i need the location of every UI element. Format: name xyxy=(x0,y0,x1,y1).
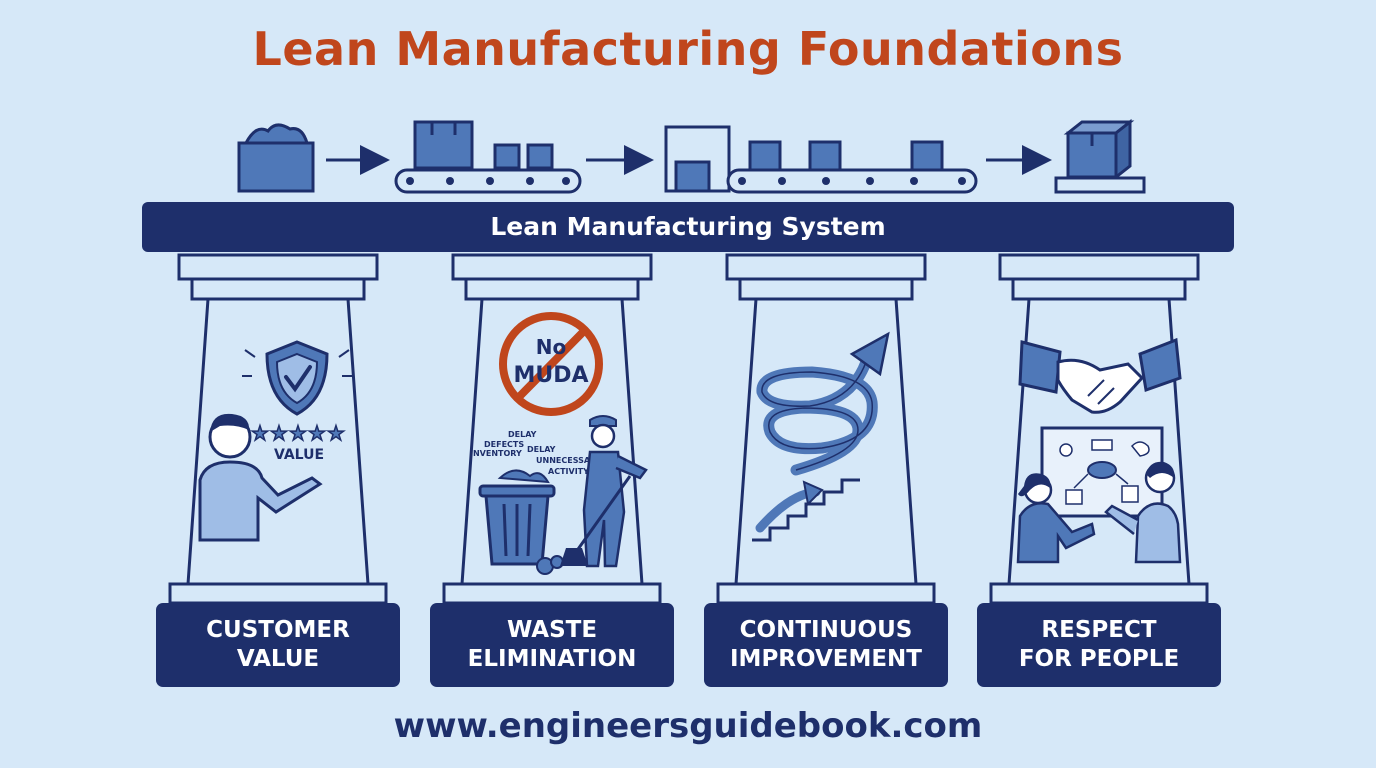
conveyor-2-icon xyxy=(664,125,978,194)
waste-word-unnecessary: UNNECESSARY xyxy=(536,456,602,465)
no-muda-sign-icon xyxy=(499,312,603,416)
svg-text:★: ★ xyxy=(251,421,269,445)
no-sign-text: No xyxy=(536,335,566,359)
pillar-label-customer-value: CUSTOMER VALUE xyxy=(156,603,400,687)
waste-word-activity: ACTIVITY xyxy=(548,467,589,476)
pillar-3-column xyxy=(716,253,936,605)
whiteboard-icon xyxy=(1040,426,1164,518)
finished-product-box-icon xyxy=(1054,118,1146,194)
customer-person-icon xyxy=(198,413,323,542)
waste-word-delay: DELAY xyxy=(508,430,537,439)
raw-material-bin-icon xyxy=(237,123,315,193)
pillar-2-column xyxy=(442,253,662,605)
page-title: Lean Manufacturing Foundations xyxy=(252,22,1124,76)
value-badge-text: VALUE xyxy=(274,447,324,463)
footer-website: www.engineersguidebook.com xyxy=(393,706,983,746)
pillar-label-continuous-improvement: CONTINUOUS IMPROVEMENT xyxy=(704,603,948,687)
spiral-improvement-arrow-icon xyxy=(752,331,890,542)
trash-can-icon xyxy=(478,469,564,575)
pillar-label-respect-for-people: RESPECT FOR PEOPLE xyxy=(977,603,1221,687)
svg-text:★: ★ xyxy=(270,421,288,445)
beam-label: Lean Manufacturing System xyxy=(490,212,886,241)
waste-word-defects: DEFECTS xyxy=(484,440,524,449)
svg-text:★: ★ xyxy=(289,421,307,445)
pillar-label-waste-elimination: WASTE ELIMINATION xyxy=(430,603,674,687)
shield-check-icon xyxy=(242,340,352,416)
muda-sign-text: MUDA xyxy=(513,363,588,388)
svg-text:★: ★ xyxy=(308,421,326,445)
svg-text:★: ★ xyxy=(327,421,345,445)
handshake-icon xyxy=(1018,337,1182,414)
lean-system-beam: Lean Manufacturing System xyxy=(142,202,1234,252)
rating-stars-icon: ★★★ ★★ xyxy=(250,420,345,446)
waste-word-delay-2: DELAY xyxy=(527,445,556,454)
waste-word-inventory: INVENTORY xyxy=(470,449,522,458)
team-people-icon xyxy=(1016,461,1182,564)
cleaning-worker-icon xyxy=(560,415,648,568)
conveyor-1-icon xyxy=(394,120,582,194)
